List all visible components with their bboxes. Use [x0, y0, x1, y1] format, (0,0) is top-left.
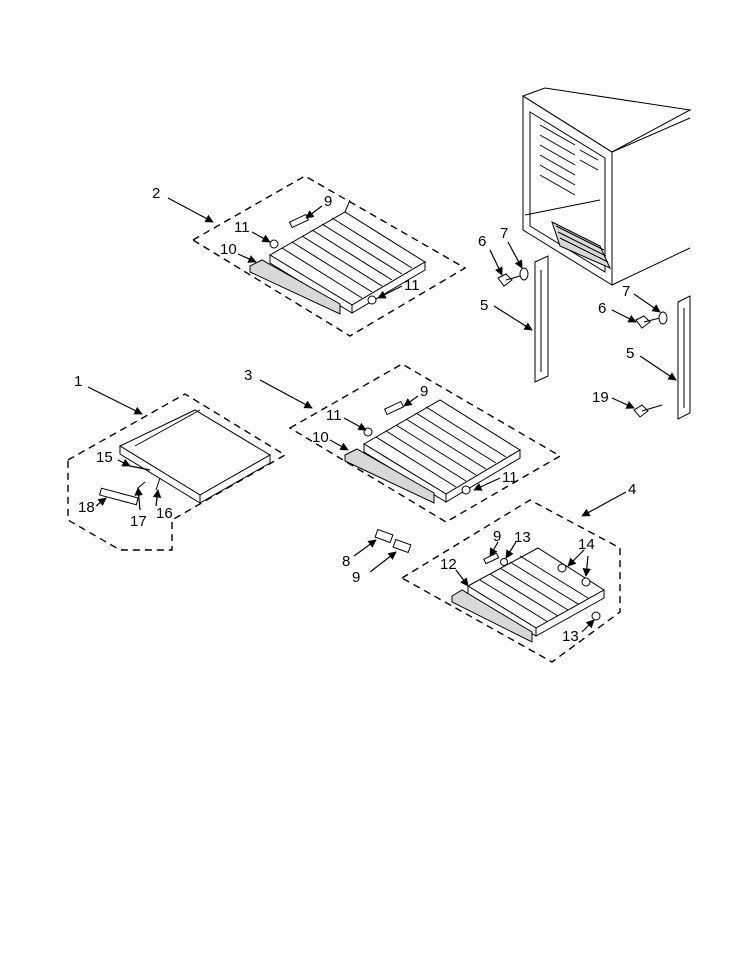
basket-assembly-3: [288, 363, 562, 523]
bushing-13-b4: [500, 558, 508, 566]
callout-6: 6: [598, 300, 606, 317]
callout-11: 11: [404, 277, 420, 294]
callout-10: 10: [312, 429, 329, 446]
screw-9-top: [288, 213, 310, 229]
leader-lines: [87, 197, 677, 633]
rail-left: [534, 255, 549, 383]
callout-15: 15: [96, 449, 113, 466]
callout-9: 9: [352, 569, 360, 586]
bushing-11-top-b: [367, 295, 377, 305]
callout-19: 19: [592, 389, 609, 406]
connector-18: [98, 487, 139, 506]
cabinet-illustration: [521, 87, 692, 286]
callout-9: 9: [324, 193, 332, 210]
callout-5: 5: [626, 345, 634, 362]
callout-17: 17: [130, 513, 147, 530]
screw-9-loose: [392, 538, 412, 554]
callout-3: 3: [244, 367, 252, 384]
callout-13: 13: [514, 529, 531, 546]
callout-11: 11: [234, 219, 250, 236]
assembly-1: [67, 393, 287, 551]
basket-assembly-4: [400, 499, 621, 663]
callout-2: 2: [152, 185, 160, 202]
callout-1: 1: [74, 373, 82, 390]
washer-7-right: [658, 311, 668, 325]
screw-6-right: [635, 315, 661, 329]
callout-12: 12: [440, 556, 457, 573]
callout-7: 7: [622, 283, 630, 300]
washer-7-left: [519, 267, 529, 281]
callout-7: 7: [500, 225, 508, 242]
connector-15: [129, 465, 151, 471]
callout-5: 5: [480, 297, 488, 314]
bracket-8: [374, 528, 394, 544]
screw-14-b: [581, 577, 591, 587]
screw-14-a: [557, 563, 567, 573]
callout-9: 9: [493, 528, 501, 545]
callout-11: 11: [502, 469, 518, 486]
bushing-11-top: [269, 239, 279, 249]
callout-labels: 2 9 11 10 11 6 7 5 7 6 5 19 1 3 9 11 10 …: [74, 185, 636, 645]
callout-4: 4: [628, 481, 636, 498]
callout-14: 14: [578, 536, 595, 553]
callout-18: 18: [78, 499, 95, 516]
screw-9-mid: [383, 400, 405, 416]
bushing-11-mid-b: [461, 485, 471, 495]
callout-6: 6: [478, 233, 486, 250]
rail-right: [677, 295, 691, 420]
callout-16: 16: [156, 505, 173, 522]
callout-8: 8: [342, 553, 350, 570]
callout-10: 10: [220, 241, 237, 258]
bushing-13-b4-b: [591, 611, 601, 621]
callout-13: 13: [562, 628, 579, 645]
screw-19: [633, 404, 663, 418]
callout-11: 11: [326, 407, 342, 424]
callout-9: 9: [420, 383, 428, 400]
screw-6-left: [497, 273, 521, 287]
